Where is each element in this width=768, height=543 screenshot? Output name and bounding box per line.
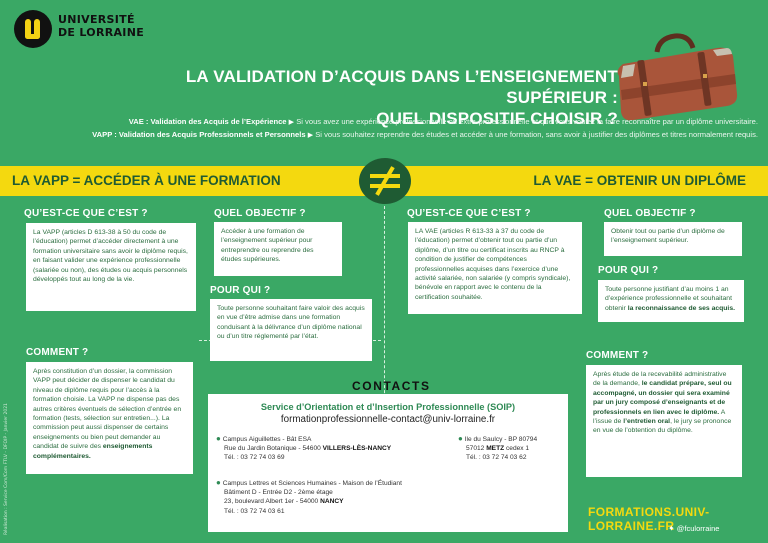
address-metz: ● Ile du Saulcy - BP 80794 57012 METZ ce… <box>458 434 566 463</box>
vae-who-box: Toute personne justifiant d’au moins 1 a… <box>598 280 744 322</box>
vapp-who-text: Toute personne souhaitant faire valoir d… <box>217 305 365 341</box>
vapp-who-box: Toute personne souhaitant faire valoir d… <box>210 299 372 361</box>
address-nancy-line-1: Campus Lettres et Sciences Humaines - Ma… <box>222 480 402 487</box>
vae-what-text: LA VAE (articles R 613-33 à 37 du code d… <box>415 228 571 301</box>
vae-how-text-3: , le jury se prononce en vue de l’obtent… <box>593 418 732 435</box>
address-metz-postcode: 57012 <box>466 445 485 453</box>
logo-text: UNIVERSITÉ DE LORRAINE <box>58 13 144 39</box>
address-villers-city: VILLERS-LÈS-NANCY <box>322 445 392 453</box>
contacts-box: Service d’Orientation et d’Insertion Pro… <box>208 394 568 532</box>
vae-text: Si vous avez une expérience professionne… <box>296 117 758 126</box>
address-nancy-line-3: 23, boulevard Albert 1er - 54000 <box>224 498 319 506</box>
vae-how-text-bold: le candidat prépare, seul ou accompagné,… <box>593 380 732 416</box>
vapp-definition: VAPP : Validation des Acquis Professionn… <box>10 129 758 142</box>
vae-how-text-2-bold: l’entretien oral <box>623 418 671 426</box>
band-vapp-heading: LA VAPP = ACCÉDER À UNE FORMATION <box>12 173 281 188</box>
title-line-2: QUEL DISPOSITIF CHOISIR ? <box>376 109 618 128</box>
address-villers-line-2: Rue du Jardin Botanique - 54600 <box>224 445 321 453</box>
logo-mark-icon <box>14 10 52 48</box>
vae-how-box: Après étude de la recevabilité administr… <box>586 365 742 477</box>
vae-what-box: LA VAE (articles R 613-33 à 37 du code d… <box>408 222 582 314</box>
vapp-who-title: POUR QUI ? <box>210 285 271 296</box>
vae-how-text-1: Après étude de la recevabilité administr… <box>593 371 727 388</box>
vapp-what-title: QU’EST-CE QUE C’EST ? <box>24 208 148 219</box>
bullet-icon: ● <box>216 434 221 443</box>
contacts-service: Service d’Orientation et d’Insertion Pro… <box>260 402 516 412</box>
vapp-what-box: La VAPP (articles D 613-38 à 50 du code … <box>26 223 196 311</box>
vapp-goal-box: Accéder à une formation de l’enseignemen… <box>214 222 342 276</box>
logo-line-1: UNIVERSITÉ <box>58 13 135 26</box>
page-title: LA VALIDATION D’ACQUIS DANS L’ENSEIGNEME… <box>98 66 618 129</box>
vae-who-text-bold: la reconnaissance de ses acquis. <box>627 304 735 312</box>
vae-definition: VAE : Validation des Acquis de l’Expérie… <box>10 116 758 129</box>
website-link[interactable]: FORMATIONS.UNIV-LORRAINE.FR <box>588 505 710 533</box>
title-line-1: LA VALIDATION D’ACQUIS DANS L’ENSEIGNEME… <box>185 67 618 107</box>
vapp-goal-text: Accéder à une formation de l’enseignemen… <box>221 228 314 264</box>
arrow-right-icon: ▶ <box>288 119 295 126</box>
column-divider <box>384 206 385 418</box>
address-nancy: ● Campus Lettres et Sciences Humaines - … <box>216 478 516 516</box>
credits-text: Réalisation : Service Com/Com FTLV - DFO… <box>4 403 9 535</box>
vae-goal-text: Obtenir tout ou partie d’un diplôme de l… <box>611 228 725 245</box>
twitter-handle-text: @fculorraine <box>676 524 720 533</box>
address-villers-line-1: Campus Aiguillettes - Bât ESA <box>222 436 312 443</box>
bullet-icon: ● <box>216 478 221 487</box>
vapp-how-box: Après constitution d’un dossier, la comm… <box>26 362 193 474</box>
contacts-title: CONTACTS <box>352 379 431 393</box>
university-logo: UNIVERSITÉ DE LORRAINE <box>14 8 144 52</box>
address-metz-cedex: cedex 1 <box>505 445 530 453</box>
vae-what-title: QU’EST-CE QUE C’EST ? <box>407 208 531 219</box>
twitter-handle[interactable]: ✦ @fculorraine <box>668 524 719 533</box>
address-villers: ● Campus Aiguillettes - Bât ESA Rue du J… <box>216 434 416 463</box>
vae-how-title: COMMENT ? <box>586 350 649 361</box>
suitcase-icon <box>617 33 738 121</box>
vae-goal-box: Obtenir tout ou partie d’un diplôme de l… <box>604 222 742 256</box>
vapp-text: Si vous souhaitez reprendre des études e… <box>315 130 758 139</box>
logo-line-2: DE LORRAINE <box>58 26 145 39</box>
vapp-how-title: COMMENT ? <box>26 347 89 358</box>
address-nancy-phone: Tél. : 03 72 74 03 61 <box>224 507 285 515</box>
address-metz-phone: Tél. : 03 72 74 03 62 <box>466 454 527 462</box>
definitions: VAE : Validation des Acquis de l’Expérie… <box>10 116 758 142</box>
address-nancy-line-2: Bâtiment D - Entrée D2 - 2ème étage <box>224 489 333 497</box>
twitter-bird-icon: ✦ <box>668 524 675 533</box>
contacts-email-link[interactable]: formationprofessionnelle-contact@univ-lo… <box>280 414 496 425</box>
arrow-right-icon: ▶ <box>307 132 314 139</box>
vapp-goal-title: QUEL OBJECTIF ? <box>214 208 306 219</box>
address-villers-phone: Tél. : 03 72 74 03 69 <box>224 454 285 462</box>
address-metz-city: METZ <box>486 445 505 453</box>
not-equal-icon <box>359 158 411 204</box>
address-nancy-city: NANCY <box>320 498 344 506</box>
vapp-how-text-1: Après constitution d’un dossier, la comm… <box>33 368 182 423</box>
address-metz-line-1: Ile du Saulcy - BP 80794 <box>464 436 538 443</box>
bullet-icon: ● <box>458 434 463 443</box>
vae-label: VAE : Validation des Acquis de l’Expérie… <box>128 117 287 126</box>
band-vae-heading: LA VAE = OBTENIR UN DIPLÔME <box>533 173 746 188</box>
vae-goal-title: QUEL OBJECTIF ? <box>604 208 696 219</box>
vapp-how-text-bold: enseignements complémentaires. <box>33 443 153 460</box>
vae-how-text-2: A l’issue de <box>593 408 725 426</box>
credits: Réalisation : Service Com/Com FTLV - DFO… <box>2 395 12 535</box>
vae-who-title: POUR QUI ? <box>598 265 659 276</box>
vae-who-text: Toute personne justifiant d’au moins 1 a… <box>605 286 732 312</box>
vapp-how-text-2: La commission peut aussi dispenser de ce… <box>33 415 170 451</box>
vapp-label: VAPP : Validation des Acquis Professionn… <box>92 130 306 139</box>
vapp-what-text: La VAPP (articles D 613-38 à 50 du code … <box>33 229 188 284</box>
